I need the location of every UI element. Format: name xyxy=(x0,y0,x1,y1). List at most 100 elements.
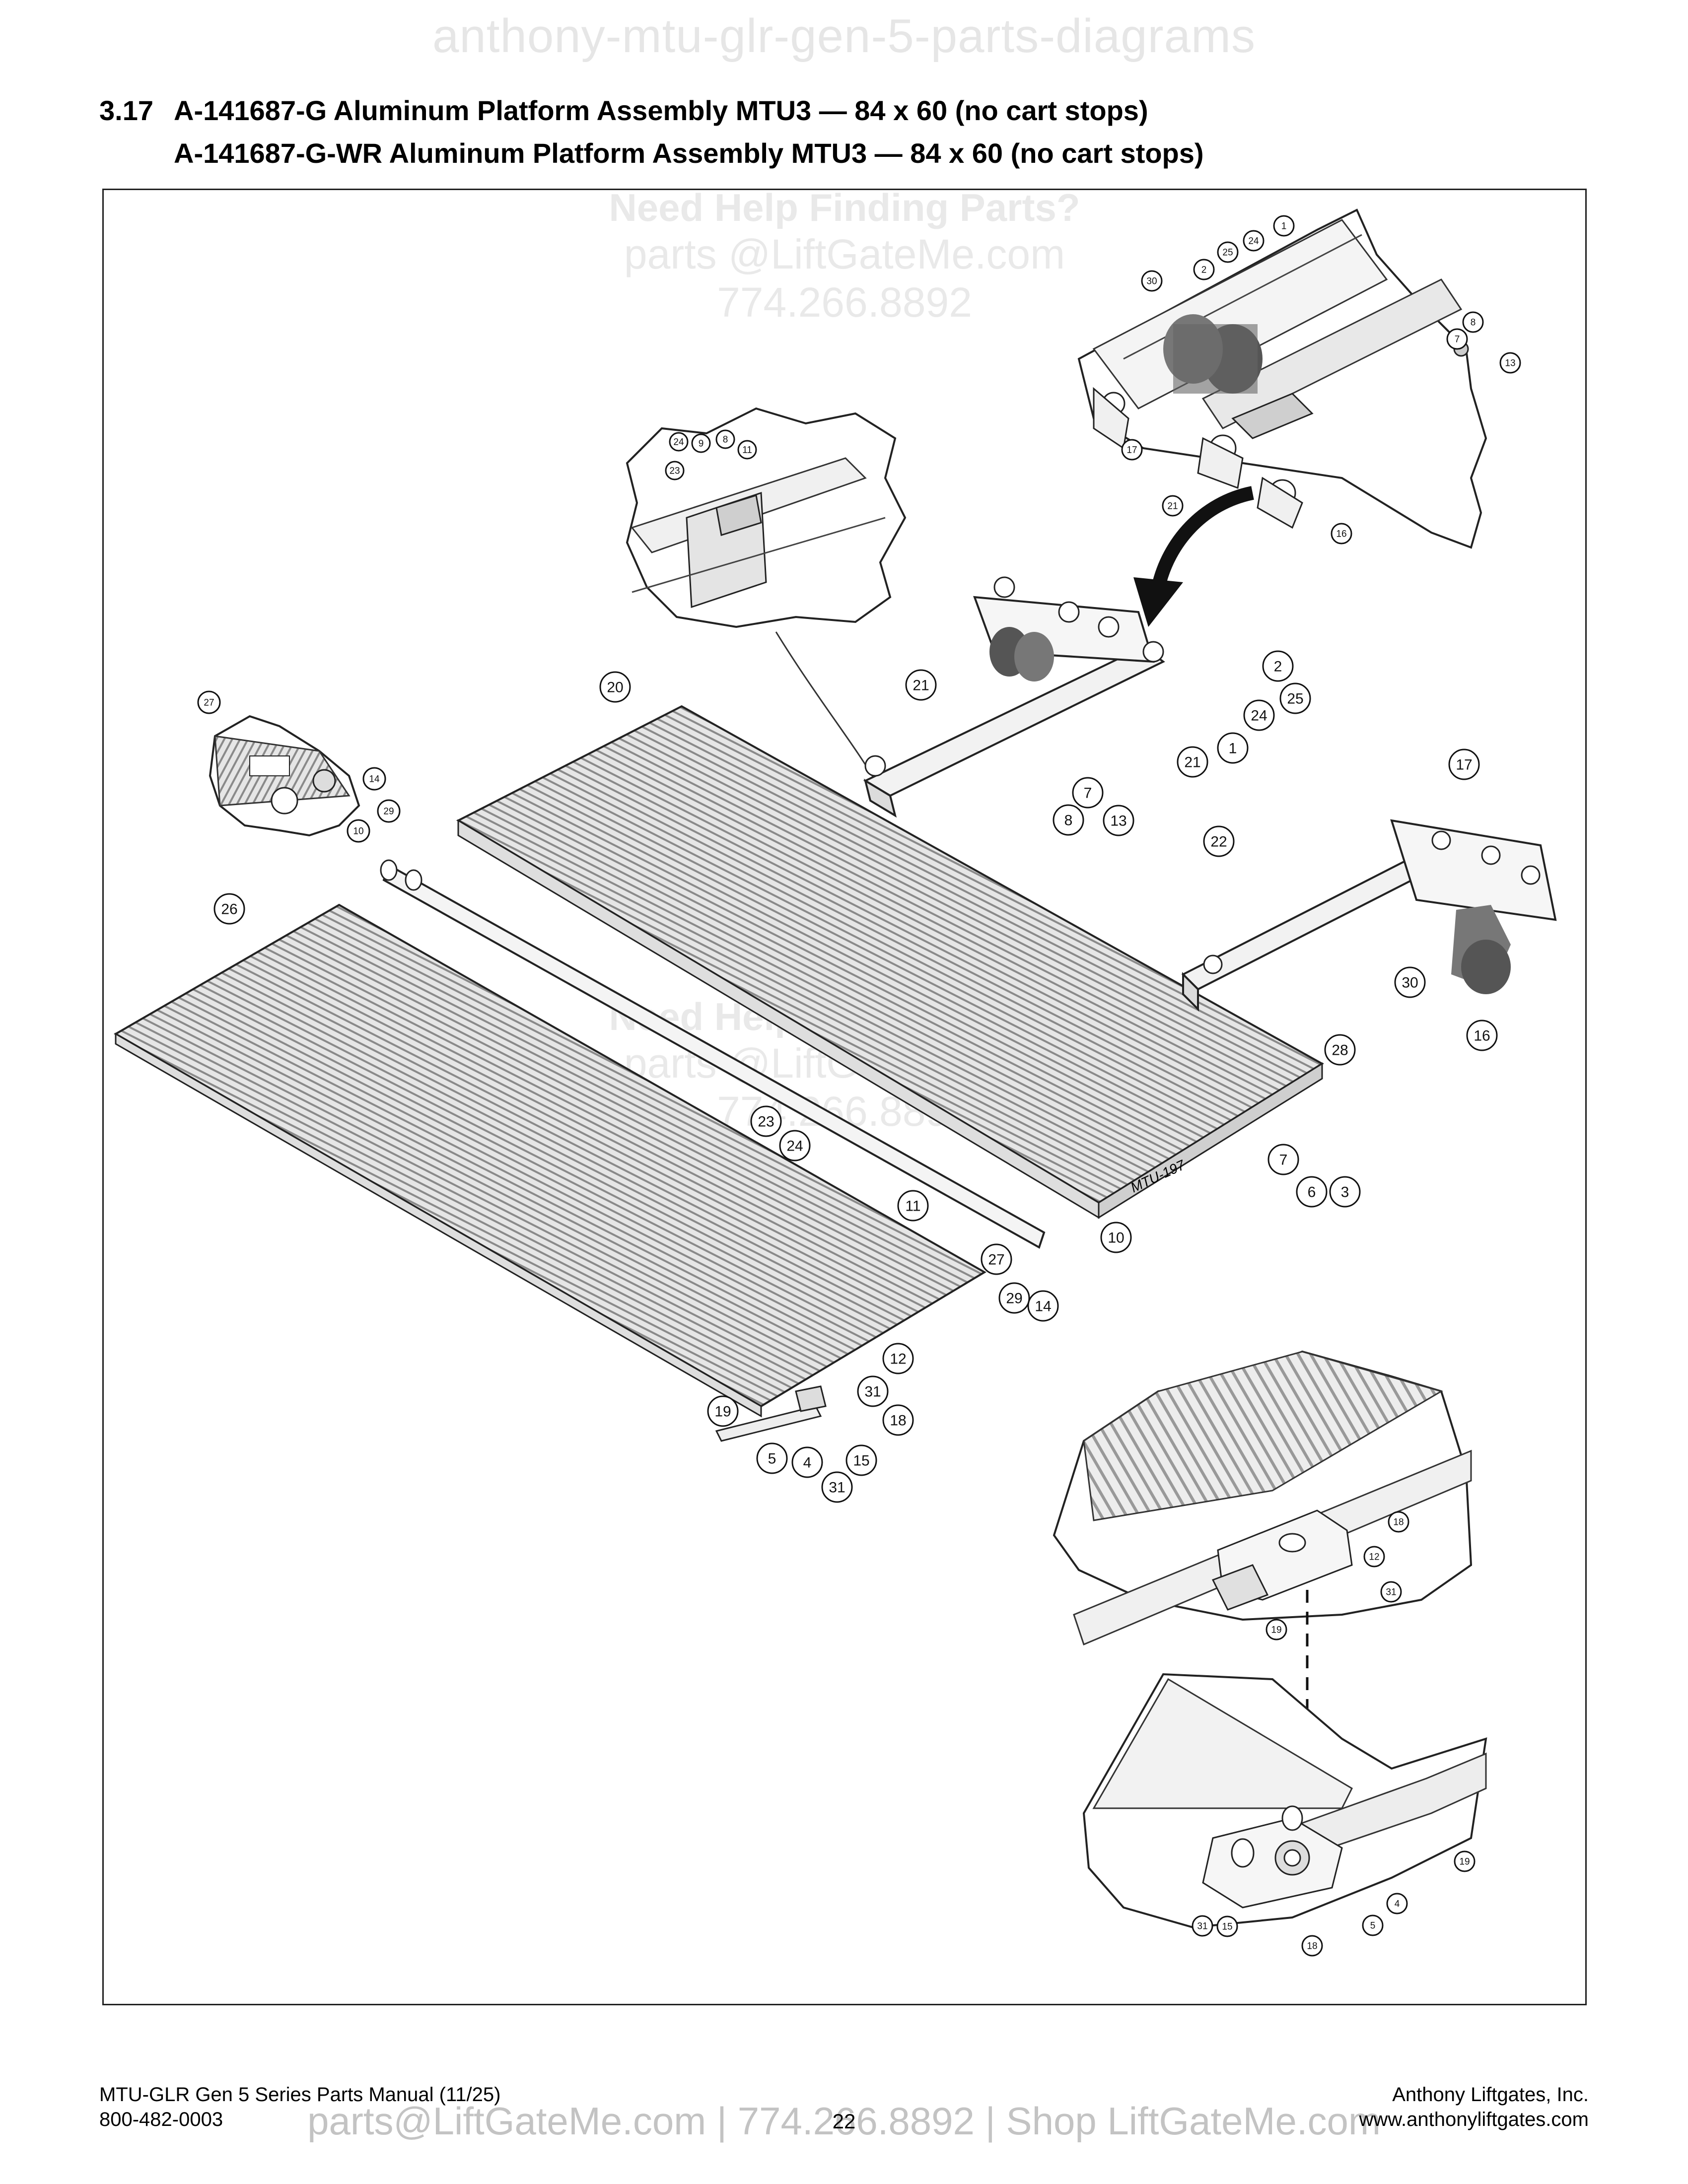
callout-label: 4 xyxy=(803,1455,812,1471)
callout-label: 2 xyxy=(1201,265,1207,275)
callout-circle xyxy=(347,819,370,843)
footer-contact-watermark: parts@LiftGateMe.com | 774.266.8892 | Sh… xyxy=(307,2099,1381,2143)
callout-label: 20 xyxy=(607,680,623,696)
callout-3: 3 xyxy=(1329,1176,1361,1208)
callout-26: 26 xyxy=(213,893,245,925)
callout-label: 12 xyxy=(890,1351,906,1367)
callout-circle xyxy=(905,669,937,701)
callout-circle xyxy=(1103,805,1134,836)
callout-17: 17 xyxy=(1121,439,1143,461)
callout-circle xyxy=(1394,966,1426,998)
callout-23: 23 xyxy=(750,1105,782,1137)
callout-circle xyxy=(1193,259,1215,280)
callout-circle xyxy=(197,690,221,714)
callout-label: 19 xyxy=(714,1404,731,1420)
callout-label: 10 xyxy=(353,826,363,837)
callout-label: 19 xyxy=(1271,1625,1281,1636)
lower-frame-assembly xyxy=(1181,819,1557,1012)
callout-label: 4 xyxy=(1395,1899,1400,1910)
callout-circle xyxy=(1266,1619,1287,1640)
callout-4: 4 xyxy=(1386,1893,1408,1914)
callout-27: 27 xyxy=(197,690,221,714)
callout-label: 29 xyxy=(383,807,394,817)
callout-6: 6 xyxy=(1296,1176,1328,1208)
callout-circle xyxy=(1462,311,1484,333)
callout-label: 8 xyxy=(1064,813,1073,829)
footer-phone: 800-482-0003 xyxy=(99,2109,223,2130)
callout-circle xyxy=(1296,1176,1328,1208)
callout-circle xyxy=(1262,650,1294,682)
callout-10: 10 xyxy=(347,819,370,843)
callout-label: 10 xyxy=(1108,1230,1124,1246)
callout-7: 7 xyxy=(1446,328,1468,350)
section-title-2: A-141687-G-WR Aluminum Platform Assembly… xyxy=(174,137,1204,169)
callout-24: 24 xyxy=(1243,230,1265,252)
callout-circle xyxy=(1301,1935,1323,1957)
rotation-arrow-head xyxy=(1133,577,1183,627)
callout-circle xyxy=(1162,495,1184,517)
callout-circle xyxy=(1386,1893,1408,1914)
callout-30: 30 xyxy=(1141,270,1163,292)
callout-label: 25 xyxy=(1287,691,1303,707)
inset-hinge-end xyxy=(209,715,360,837)
callout-circle xyxy=(1279,682,1311,714)
callout-7: 7 xyxy=(1072,777,1104,809)
callout-circle xyxy=(1203,825,1235,857)
callout-circle xyxy=(1072,777,1104,809)
callout-19: 19 xyxy=(1454,1850,1476,1872)
callout-label: 18 xyxy=(1307,1941,1317,1952)
callout-22: 22 xyxy=(1203,825,1235,857)
callout-13: 13 xyxy=(1499,352,1521,374)
upper-frame-assembly xyxy=(863,576,1165,818)
callout-circle xyxy=(1100,1222,1132,1253)
callout-circle xyxy=(1362,1914,1384,1936)
callout-circle xyxy=(691,433,711,453)
callout-circle xyxy=(1446,328,1468,350)
callout-24: 24 xyxy=(669,432,689,452)
callout-circle xyxy=(897,1190,929,1222)
callout-circle xyxy=(882,1343,914,1374)
callout-label: 18 xyxy=(890,1413,906,1429)
callout-label: 30 xyxy=(1146,276,1157,287)
callout-label: 14 xyxy=(1035,1298,1051,1315)
callout-label: 30 xyxy=(1402,975,1418,991)
callout-circle xyxy=(1448,749,1480,780)
callout-label: 15 xyxy=(1222,1922,1232,1932)
callout-label: 24 xyxy=(673,437,684,448)
callout-19: 19 xyxy=(1266,1619,1287,1640)
callout-12: 12 xyxy=(882,1343,914,1374)
callout-label: 27 xyxy=(204,698,214,708)
callout-circle xyxy=(750,1105,782,1137)
callout-circle xyxy=(1466,1020,1498,1051)
callout-circle xyxy=(1267,1144,1299,1175)
callout-label: 15 xyxy=(853,1453,869,1469)
callout-12: 12 xyxy=(1363,1546,1385,1568)
inset-hinge-detail xyxy=(626,407,907,781)
callout-8: 8 xyxy=(1462,311,1484,333)
footer-manual-title: MTU-GLR Gen 5 Series Parts Manual (11/25… xyxy=(99,2084,501,2106)
callout-circle xyxy=(845,1444,877,1476)
callout-label: 7 xyxy=(1455,335,1460,345)
callout-label: 21 xyxy=(913,678,929,694)
callout-circle xyxy=(1324,1034,1356,1066)
callout-label: 8 xyxy=(1471,318,1476,328)
callout-circle xyxy=(1243,230,1265,252)
callout-label: 25 xyxy=(1222,248,1233,258)
callout-18: 18 xyxy=(1388,1511,1409,1533)
callout-label: 8 xyxy=(723,435,728,445)
callout-label: 13 xyxy=(1110,813,1126,829)
callout-circle xyxy=(377,799,401,823)
top-watermark: anthony-mtu-glr-gen-5-parts-diagrams xyxy=(432,9,1256,63)
callout-circle xyxy=(362,767,386,791)
callout-18: 18 xyxy=(882,1404,914,1436)
callout-29: 29 xyxy=(998,1282,1030,1314)
callout-label: 9 xyxy=(699,439,704,449)
callout-label: 31 xyxy=(864,1384,881,1400)
callout-label: 12 xyxy=(1369,1552,1379,1563)
callout-31: 31 xyxy=(857,1375,889,1407)
callout-label: 23 xyxy=(669,466,680,477)
callout-label: 3 xyxy=(1341,1184,1349,1201)
callout-label: 31 xyxy=(1386,1587,1396,1598)
callout-circle xyxy=(1243,699,1275,731)
